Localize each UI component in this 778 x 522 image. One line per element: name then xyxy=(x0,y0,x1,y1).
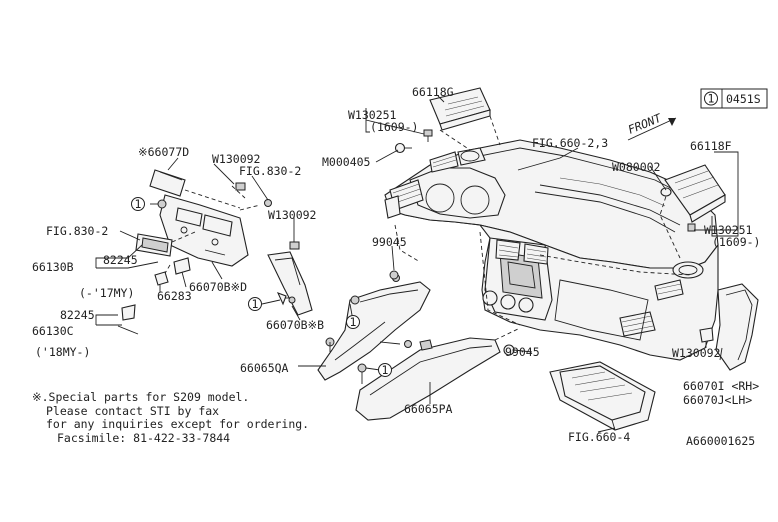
leader-lines xyxy=(95,95,739,433)
note-line-2: Please contact STI by fax xyxy=(46,404,219,418)
label-w130092-c: W130092 xyxy=(672,346,720,360)
left-fasteners xyxy=(117,182,300,335)
label-66283: 66283 xyxy=(157,289,192,303)
special-parts-note: ※.Special parts for S209 model. Please c… xyxy=(32,390,309,445)
part-66065PA-lower-panel xyxy=(355,327,521,421)
part-66118G-tray xyxy=(423,87,501,151)
circle-one-label: 1 xyxy=(708,92,715,106)
label-w130251-top: W130251 xyxy=(348,108,397,122)
label-66065PA: 66065PA xyxy=(404,402,453,416)
svg-text:1: 1 xyxy=(252,297,259,311)
label-66070B-D: 66070B※D xyxy=(189,280,247,294)
label-fig830-2-top: FIG.830-2 xyxy=(239,164,301,178)
circle-markers: 1 1 1 1 xyxy=(131,197,392,377)
svg-text:1: 1 xyxy=(382,363,389,377)
part-labels: 66118G W130251 (1609-) M000405 FIG.660-2… xyxy=(32,85,760,448)
label-fig660-2-3: FIG.660-2,3 xyxy=(532,136,608,150)
label-99045-b: 99045 xyxy=(505,345,540,359)
circle-one-marker: 1 xyxy=(248,297,262,311)
label-w130092-b: W130092 xyxy=(268,208,316,222)
left-side-panel-assembly xyxy=(135,169,261,286)
front-label: FRONT xyxy=(626,110,664,136)
label-fig660-4: FIG.660-4 xyxy=(568,430,630,444)
glove-box xyxy=(549,361,656,431)
circle-one-marker: 1 xyxy=(346,315,360,329)
label-82245-b: 82245 xyxy=(60,308,95,322)
label-66077D: ※66077D xyxy=(138,145,189,159)
label-66070J: 66070J<LH> xyxy=(683,393,752,407)
label-17my: (-'17MY) xyxy=(79,286,134,300)
label-18my: ('18MY-) xyxy=(35,345,90,359)
label-w130251-top-note: (1609-) xyxy=(370,120,418,134)
label-w130092-a: W130092 xyxy=(212,152,260,166)
circle-one-marker: 1 xyxy=(131,197,145,211)
part-66070B-B-bracket xyxy=(267,251,313,316)
circle-one-marker: 1 xyxy=(378,363,392,377)
label-fig830-2-left: FIG.830-2 xyxy=(46,224,108,238)
label-99045-a: 99045 xyxy=(372,235,407,249)
instrument-panel xyxy=(384,139,719,361)
right-side-panel xyxy=(699,283,759,371)
diagram-id: A660001625 xyxy=(686,434,755,448)
label-66130B: 66130B xyxy=(32,260,74,274)
label-w080002: W080002 xyxy=(612,160,660,174)
svg-text:1: 1 xyxy=(350,315,357,329)
note-line-1: ※.Special parts for S209 model. xyxy=(32,390,249,404)
reference-box: 1 0451S xyxy=(700,88,768,109)
label-66070I: 66070I <RH> xyxy=(683,379,759,393)
label-66118G: 66118G xyxy=(412,85,454,99)
note-line-4: Facsimile: 81-422-33-7844 xyxy=(57,431,230,445)
label-w130251-right-note: (1609-) xyxy=(712,235,760,249)
note-line-3: for any inquiries except for ordering. xyxy=(46,417,309,431)
label-66130C: 66130C xyxy=(32,324,74,338)
label-w130251-right: W130251 xyxy=(704,223,753,237)
label-66065QA: 66065QA xyxy=(240,361,289,375)
label-82245-a: 82245 xyxy=(103,253,138,267)
svg-text:1: 1 xyxy=(135,197,142,211)
label-m000405: M000405 xyxy=(322,155,370,169)
front-direction-indicator: FRONT xyxy=(626,110,677,141)
label-66070B-B: 66070B※B xyxy=(266,318,324,332)
reference-number: 0451S xyxy=(726,92,761,106)
part-66118F-tray xyxy=(659,164,726,259)
label-66118F: 66118F xyxy=(690,139,732,153)
